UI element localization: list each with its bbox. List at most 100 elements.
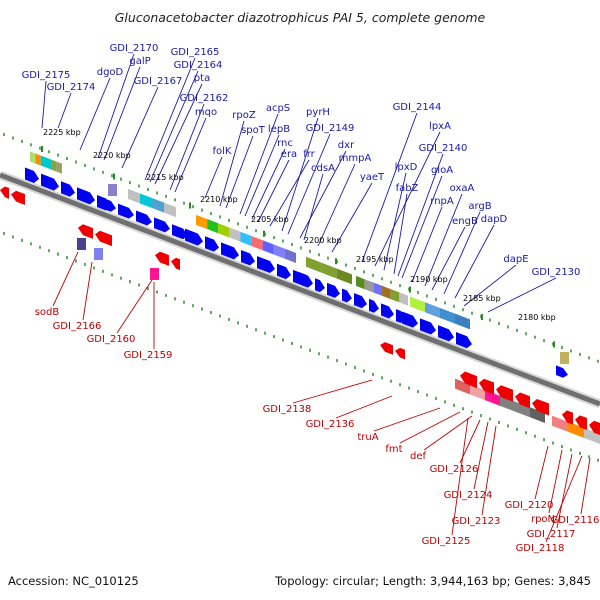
leader-line: [580, 457, 591, 515]
map-title: Gluconacetobacter diazotrophicus PAI 5, …: [115, 10, 486, 25]
reverse-gene-arrow: [460, 371, 477, 389]
gene-label-forward: GDI_2167: [134, 76, 183, 87]
gene-label-forward: frr: [303, 149, 315, 160]
kbp-label: 2220 kbp: [93, 151, 131, 160]
reverse-gene-arrow: [95, 230, 112, 247]
gene-feature-block: [51, 159, 57, 172]
gene-label-forward: oxaA: [450, 183, 475, 194]
leader-line: [487, 277, 557, 313]
gene-feature-block: [356, 275, 365, 290]
kbp-label: 2195 kbp: [356, 255, 394, 264]
gene-label-forward: GDI_2175: [22, 70, 71, 81]
kbp-label: 2200 kbp: [304, 236, 342, 245]
leader-line: [251, 148, 286, 220]
gene-label-forward: GDI_2162: [180, 93, 229, 104]
gene-feature-block: [229, 227, 241, 242]
leader-line: [219, 120, 245, 207]
reverse-gene-arrow: [380, 342, 393, 355]
gene-feature-block: [46, 157, 52, 170]
reverse-gene-arrow: [479, 378, 494, 395]
gene-feature-block: [364, 279, 374, 293]
gene-feature-block: [35, 153, 41, 166]
leader-line: [239, 113, 279, 215]
leader-line: [411, 206, 443, 283]
leader-line: [401, 175, 443, 279]
forward-gene-arrow: [241, 249, 255, 266]
gene-feature-block: [240, 231, 252, 247]
gene-label-reverse: GDI_2126: [430, 464, 479, 475]
reverse-gene-arrow: [171, 257, 180, 271]
forward-gene-arrow: [61, 181, 75, 197]
gene-label-forward: era: [281, 149, 297, 160]
leader-line: [154, 83, 203, 185]
gene-label-forward: GDI_2170: [110, 43, 159, 54]
gene-feature-block: [218, 223, 230, 238]
gene-feature-block: [455, 378, 470, 395]
gene-label-reverse: GDI_2125: [422, 536, 471, 547]
gene-feature-block: [251, 236, 263, 251]
gene-label-forward: dapE: [503, 254, 528, 265]
leader-line: [545, 455, 583, 543]
label-leader-lines: [41, 53, 591, 543]
gene-feature-block: [273, 244, 285, 259]
gene-label-forward: spoT: [241, 125, 266, 136]
gene-feature-block: [560, 352, 569, 364]
leader-line: [374, 131, 441, 267]
feature-track: [0, 151, 600, 445]
gene-feature-block: [336, 268, 352, 285]
reverse-gene-arrow: [78, 224, 93, 239]
kbp-label: 2210 kbp: [200, 195, 238, 204]
gene-label-forward: GDI_2149: [306, 123, 355, 134]
gene-label-reverse: fmt: [385, 444, 402, 455]
gene-feature-block: [440, 307, 455, 324]
leader-line: [431, 226, 466, 291]
forward-gene-arrow: [154, 217, 170, 233]
leader-line: [373, 407, 441, 432]
reverse-gene-arrow: [11, 190, 25, 205]
reverse-gene-arrow: [532, 398, 549, 416]
leader-line: [244, 134, 280, 217]
leader-line: [257, 159, 290, 223]
leader-line: [331, 182, 373, 253]
gene-feature-block: [196, 214, 208, 230]
forward-gene-arrow: [205, 236, 219, 252]
kbp-label: 2225 kbp: [43, 128, 81, 137]
leader-line: [481, 425, 497, 516]
gene-feature-block: [552, 415, 568, 432]
gene-label-reverse: GDI_2136: [306, 419, 355, 430]
reverse-gene-arrow: [515, 392, 530, 409]
forward-gene-arrow: [277, 263, 291, 280]
gene-label-reverse: GDI_2116: [551, 515, 600, 526]
gene-label-forward: galP: [129, 56, 150, 67]
genome-backbone: [0, 172, 600, 407]
gene-feature-block: [470, 384, 485, 401]
forward-gene-arrow: [77, 187, 95, 205]
kbp-label: 2205 kbp: [251, 215, 289, 224]
leader-line: [424, 193, 463, 287]
gene-label-forward: GDI_2164: [174, 60, 223, 71]
leader-line: [459, 419, 481, 464]
leader-line: [281, 117, 319, 232]
kbp-label: 2180 kbp: [518, 313, 556, 322]
reverse-gene-arrow: [575, 415, 587, 431]
gene-feature-block: [164, 202, 176, 218]
gene-label-forward: fabZ: [396, 183, 419, 194]
gene-label-forward: lepB: [268, 124, 290, 135]
forward-gene-arrow: [136, 210, 152, 226]
topology-text: Topology: circular; Length: 3,944,163 bp…: [274, 574, 591, 588]
kbp-tick-track: [3, 133, 599, 462]
gene-label-forward: dgoD: [97, 67, 124, 78]
gene-feature-block: [94, 248, 103, 260]
forward-gene-arrow: [172, 224, 188, 240]
forward-gene-arrow: [556, 365, 568, 378]
gene-feature-block: [140, 193, 152, 209]
gene-label-reverse: GDI_2117: [527, 529, 576, 540]
forward-gene-arrow: [118, 203, 134, 219]
leader-line: [534, 445, 549, 500]
forward-gene-arrow: [185, 228, 203, 246]
leader-line: [149, 70, 199, 183]
gene-feature-block: [306, 256, 322, 273]
leader-line: [52, 251, 79, 307]
leader-line: [144, 57, 196, 181]
